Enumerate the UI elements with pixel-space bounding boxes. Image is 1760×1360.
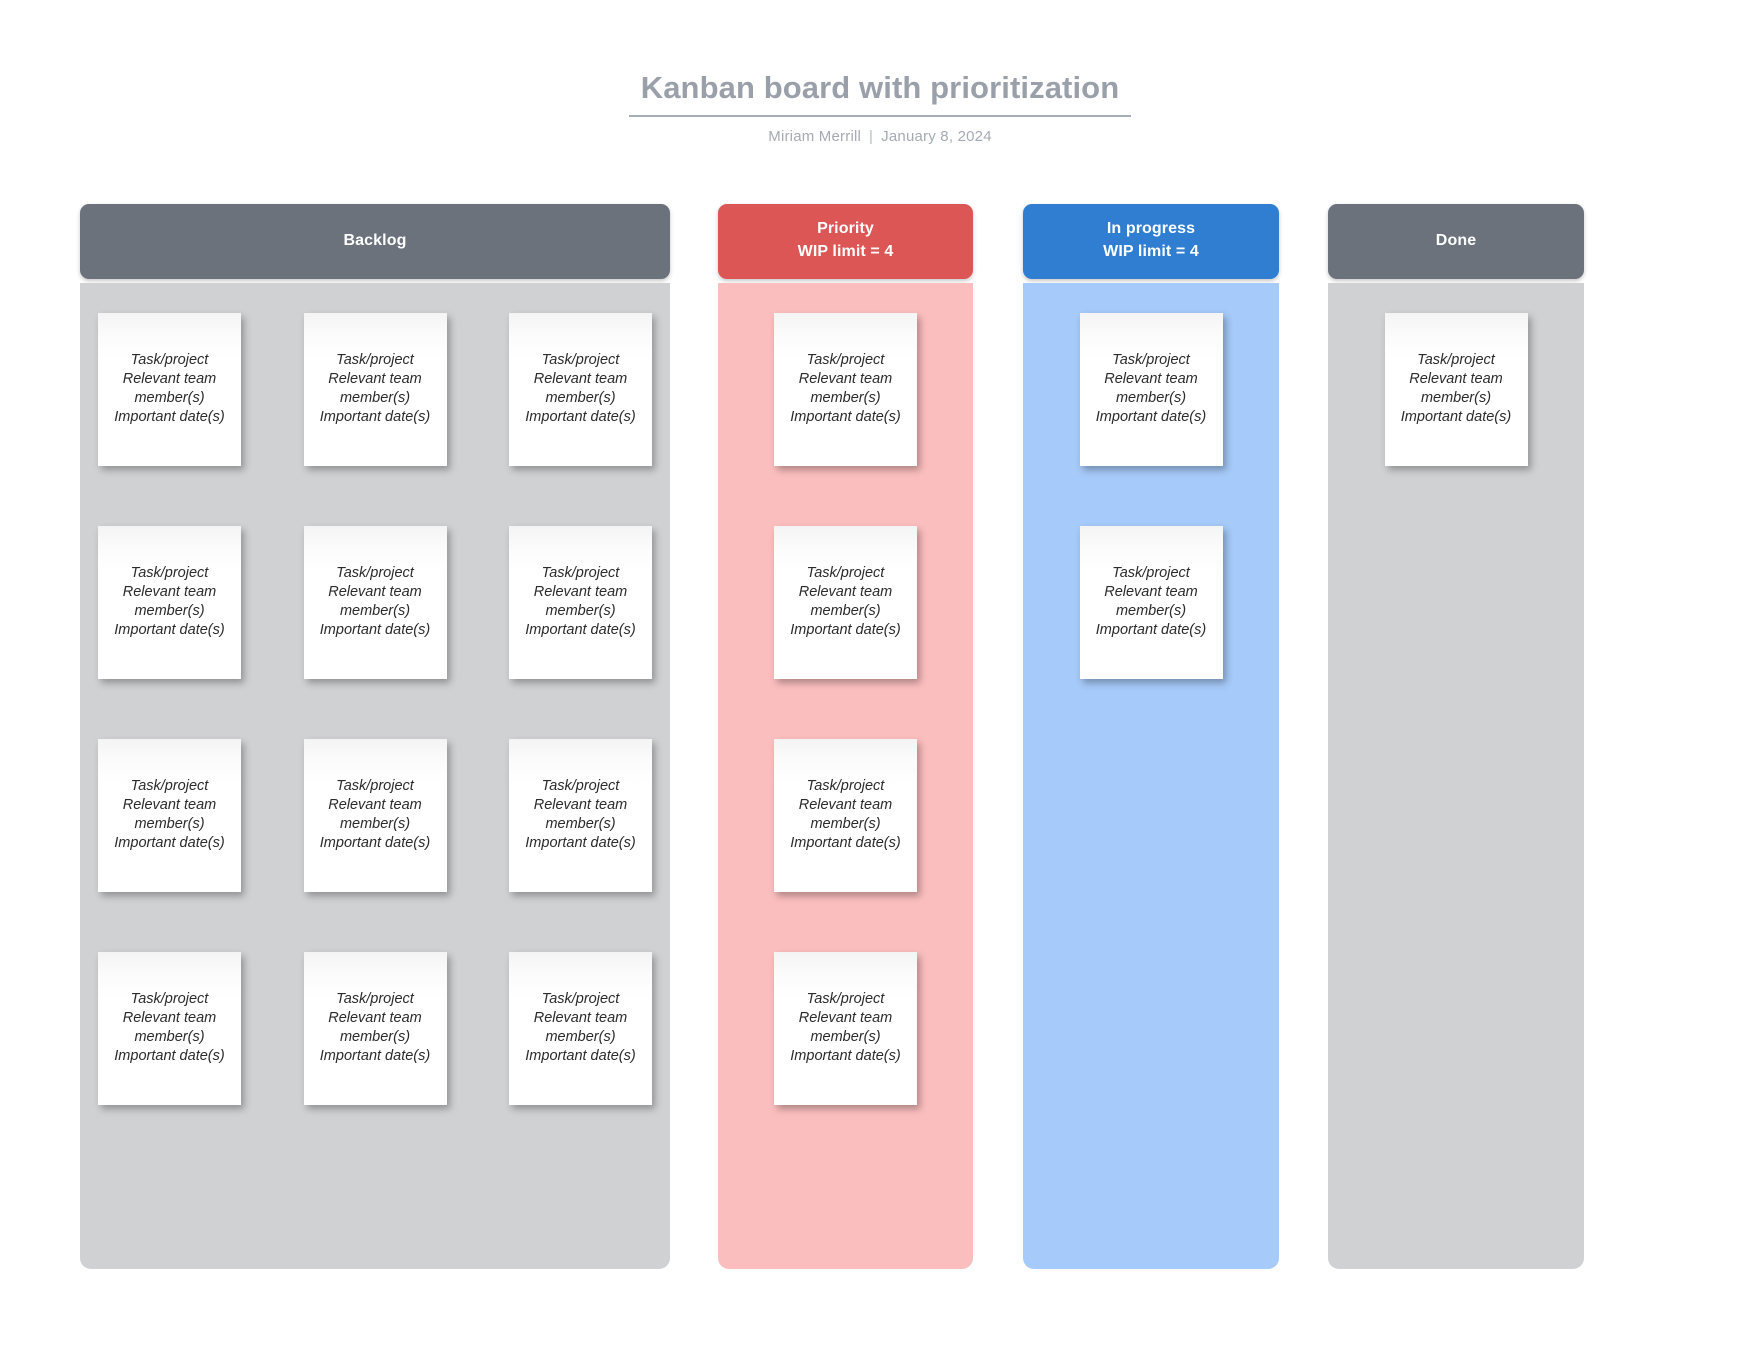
card-slot: Task/project Relevant team member(s) Imp… [509, 312, 652, 466]
page-subtitle: Miriam Merrill | January 8, 2024 [629, 128, 1132, 145]
column-header-done[interactable]: Done [1328, 203, 1584, 279]
task-card[interactable]: Task/project Relevant team member(s) Imp… [509, 312, 652, 466]
task-card-text: Task/project Relevant team member(s) Imp… [114, 990, 225, 1065]
title-block: Kanban board with prioritization Miriam … [628, 70, 1132, 145]
author-name: Miriam Merrill [768, 127, 862, 145]
task-card[interactable]: Task/project Relevant team member(s) Imp… [774, 525, 917, 679]
card-slot: Task/project Relevant team member(s) Imp… [303, 525, 447, 679]
task-card-text: Task/project Relevant team member(s) Imp… [114, 564, 225, 639]
card-slot: Task/project Relevant team member(s) Imp… [98, 738, 241, 892]
task-card[interactable]: Task/project Relevant team member(s) Imp… [774, 951, 917, 1105]
card-slot: Task/project Relevant team member(s) Imp… [774, 312, 917, 466]
column-in-progress: In progress WIP limit = 4 Task/project R… [1023, 203, 1279, 1269]
task-card-text: Task/project Relevant team member(s) Imp… [114, 777, 225, 852]
task-card[interactable]: Task/project Relevant team member(s) Imp… [1384, 312, 1528, 466]
task-card-text: Task/project Relevant team member(s) Imp… [525, 564, 636, 639]
column-title-priority: Priority [817, 220, 874, 238]
card-slot: Task/project Relevant team member(s) Imp… [774, 525, 917, 679]
card-slot: Task/project Relevant team member(s) Imp… [1384, 312, 1528, 466]
task-card-text: Task/project Relevant team member(s) Imp… [790, 777, 901, 852]
card-slot: Task/project Relevant team member(s) Imp… [303, 738, 447, 892]
column-header-backlog[interactable]: Backlog [80, 203, 670, 279]
task-card[interactable]: Task/project Relevant team member(s) Imp… [303, 738, 447, 892]
card-slot: Task/project Relevant team member(s) Imp… [774, 951, 917, 1105]
column-backlog: Backlog Task/project Relevant team membe… [80, 203, 670, 1269]
task-card[interactable]: Task/project Relevant team member(s) Imp… [774, 312, 917, 466]
task-card[interactable]: Task/project Relevant team member(s) Imp… [509, 525, 652, 679]
column-header-priority[interactable]: Priority WIP limit = 4 [718, 203, 973, 279]
card-slot: Task/project Relevant team member(s) Imp… [509, 951, 652, 1105]
card-slot: Task/project Relevant team member(s) Imp… [774, 738, 917, 892]
task-card[interactable]: Task/project Relevant team member(s) Imp… [98, 951, 241, 1105]
task-card-text: Task/project Relevant team member(s) Imp… [319, 351, 431, 426]
column-body-done[interactable]: Task/project Relevant team member(s) Imp… [1328, 282, 1584, 1269]
task-card-text: Task/project Relevant team member(s) Imp… [114, 351, 225, 426]
column-title-done: Done [1435, 231, 1477, 249]
card-slot: Task/project Relevant team member(s) Imp… [98, 951, 241, 1105]
card-slot: Task/project Relevant team member(s) Imp… [303, 951, 447, 1105]
column-body-backlog[interactable]: Task/project Relevant team member(s) Imp… [80, 282, 670, 1269]
task-card-text: Task/project Relevant team member(s) Imp… [525, 351, 636, 426]
column-body-priority[interactable]: Task/project Relevant team member(s) Imp… [718, 282, 973, 1269]
task-card-text: Task/project Relevant team member(s) Imp… [319, 990, 431, 1065]
task-card[interactable]: Task/project Relevant team member(s) Imp… [1079, 312, 1223, 466]
column-wip-limit-in-progress: WIP limit = 4 [1103, 243, 1199, 261]
task-card[interactable]: Task/project Relevant team member(s) Imp… [774, 738, 917, 892]
task-card[interactable]: Task/project Relevant team member(s) Imp… [303, 312, 447, 466]
card-slot: Task/project Relevant team member(s) Imp… [509, 738, 652, 892]
card-slot: Task/project Relevant team member(s) Imp… [509, 525, 652, 679]
card-slot: Task/project Relevant team member(s) Imp… [1079, 525, 1223, 679]
task-card-text: Task/project Relevant team member(s) Imp… [790, 564, 901, 639]
subtitle-separator: | [869, 127, 874, 145]
page-title: Kanban board with prioritization [628, 70, 1132, 117]
column-wip-limit-priority: WIP limit = 4 [797, 243, 894, 261]
task-card-text: Task/project Relevant team member(s) Imp… [790, 351, 901, 426]
column-priority: Priority WIP limit = 4 Task/project Rele… [718, 203, 973, 1269]
card-slot: Task/project Relevant team member(s) Imp… [98, 312, 241, 466]
kanban-board: Backlog Task/project Relevant team membe… [0, 203, 1760, 1269]
column-title-backlog: Backlog [343, 231, 407, 249]
task-card[interactable]: Task/project Relevant team member(s) Imp… [98, 738, 241, 892]
card-slot: Task/project Relevant team member(s) Imp… [303, 312, 447, 466]
column-title-in-progress: In progress [1106, 220, 1196, 238]
task-card[interactable]: Task/project Relevant team member(s) Imp… [303, 525, 447, 679]
task-card-text: Task/project Relevant team member(s) Imp… [790, 990, 901, 1065]
task-card-text: Task/project Relevant team member(s) Imp… [319, 777, 431, 852]
card-slot: Task/project Relevant team member(s) Imp… [1079, 312, 1223, 466]
task-card-text: Task/project Relevant team member(s) Imp… [1400, 351, 1512, 426]
task-card[interactable]: Task/project Relevant team member(s) Imp… [509, 738, 652, 892]
task-card-text: Task/project Relevant team member(s) Imp… [525, 777, 636, 852]
column-body-in-progress[interactable]: Task/project Relevant team member(s) Imp… [1023, 282, 1279, 1269]
column-done: Done Task/project Relevant team member(s… [1328, 203, 1584, 1269]
page-date: January 8, 2024 [881, 127, 992, 145]
task-card[interactable]: Task/project Relevant team member(s) Imp… [98, 525, 241, 679]
task-card-text: Task/project Relevant team member(s) Imp… [1095, 351, 1207, 426]
column-header-in-progress[interactable]: In progress WIP limit = 4 [1023, 203, 1279, 279]
card-slot: Task/project Relevant team member(s) Imp… [98, 525, 241, 679]
task-card-text: Task/project Relevant team member(s) Imp… [525, 990, 636, 1065]
task-card[interactable]: Task/project Relevant team member(s) Imp… [509, 951, 652, 1105]
task-card-text: Task/project Relevant team member(s) Imp… [1095, 564, 1207, 639]
task-card[interactable]: Task/project Relevant team member(s) Imp… [98, 312, 241, 466]
page-header: Kanban board with prioritization Miriam … [0, 0, 1760, 146]
task-card[interactable]: Task/project Relevant team member(s) Imp… [303, 951, 447, 1105]
task-card[interactable]: Task/project Relevant team member(s) Imp… [1079, 525, 1223, 679]
task-card-text: Task/project Relevant team member(s) Imp… [319, 564, 431, 639]
